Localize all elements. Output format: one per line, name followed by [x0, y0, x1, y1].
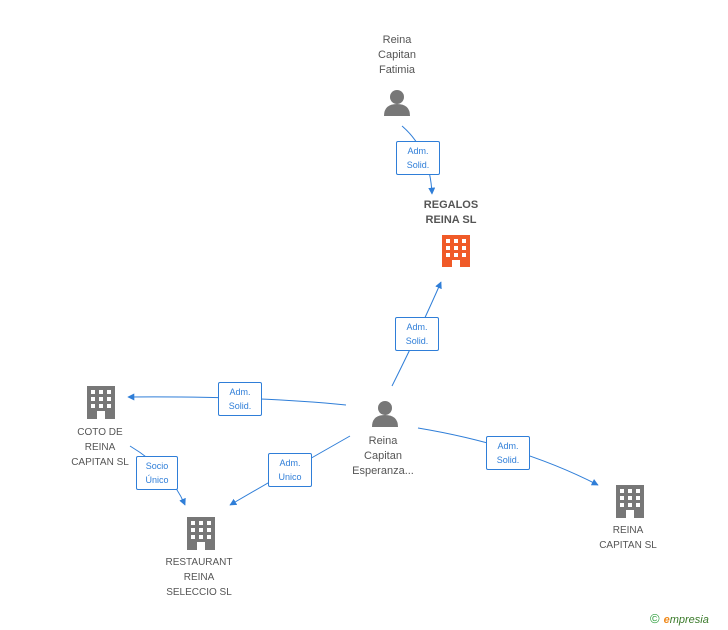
- edge-label-esperanza-coto: Adm. Solid.: [218, 382, 262, 416]
- person-icon-fatimia[interactable]: [384, 90, 410, 116]
- node-label-line: REINA: [84, 442, 116, 453]
- node-label-line: REGALOS: [423, 199, 479, 211]
- edge-label-coto-restaurant: Socio Único: [136, 456, 178, 490]
- edge-label-line: Solid.: [406, 160, 430, 170]
- node-label-line: CAPITAN SL: [71, 457, 129, 468]
- node-label-line: Capitan: [378, 49, 416, 61]
- edge-label-line: Adm.: [406, 322, 428, 332]
- building-icon-reina-capitan[interactable]: [616, 485, 644, 518]
- node-label-line: Capitan: [364, 450, 402, 462]
- node-label-line: RESTAURANT: [165, 557, 233, 568]
- edge-label-esperanza-regalos: Adm. Solid.: [395, 317, 439, 351]
- node-label-line: CAPITAN SL: [599, 540, 657, 551]
- edge-label-line: Único: [145, 475, 169, 485]
- edge-label-line: Unico: [278, 472, 302, 482]
- edge-label-line: Socio: [145, 461, 169, 471]
- edge-label-line: Adm.: [279, 458, 301, 468]
- node-label-restaurant[interactable]: RESTAURANT REINA SELECCIO SL: [149, 555, 249, 600]
- node-label-line: Reina: [368, 435, 398, 447]
- edge-label-esperanza-reina: Adm. Solid.: [486, 436, 530, 470]
- node-label-line: Esperanza...: [352, 465, 414, 477]
- edge-label-line: Solid.: [496, 455, 520, 465]
- building-icon-regalos[interactable]: [442, 235, 470, 267]
- building-icon-restaurant[interactable]: [187, 517, 215, 550]
- node-label-line: REINA SL: [425, 214, 477, 226]
- node-label-regalos[interactable]: REGALOS REINA SL: [411, 198, 491, 228]
- node-label-line: SELECCIO SL: [166, 587, 232, 598]
- building-icon-coto[interactable]: [87, 386, 115, 419]
- person-icon-esperanza[interactable]: [372, 401, 398, 427]
- node-label-esperanza[interactable]: Reina Capitan Esperanza...: [338, 434, 428, 479]
- empresia-brand[interactable]: ©empresia: [650, 611, 709, 626]
- edge-label-line: Adm.: [407, 146, 429, 156]
- brand-name: mpresia: [669, 614, 709, 626]
- node-label-line: COTO DE: [77, 427, 123, 438]
- node-label-reina-capitan[interactable]: REINA CAPITAN SL: [583, 523, 673, 553]
- brand-logo-letter: e: [663, 614, 670, 626]
- node-label-line: Fatimia: [378, 64, 416, 76]
- edge-label-line: Adm.: [497, 441, 519, 451]
- node-label-coto[interactable]: COTO DE REINA CAPITAN SL: [55, 425, 145, 470]
- edge-label-esperanza-restaurant: Adm. Unico: [268, 453, 312, 487]
- node-label-line: Reina: [382, 34, 412, 46]
- node-label-fatimia[interactable]: Reina Capitan Fatimia: [357, 33, 437, 78]
- edge-label-line: Solid.: [228, 401, 252, 411]
- edge-label-fatimia-regalos: Adm. Solid.: [396, 141, 440, 175]
- edge-label-line: Solid.: [405, 336, 429, 346]
- node-label-line: REINA: [183, 572, 215, 583]
- copyright-icon: ©: [650, 611, 660, 626]
- edge-label-line: Adm.: [229, 387, 251, 397]
- node-label-line: REINA: [612, 525, 644, 536]
